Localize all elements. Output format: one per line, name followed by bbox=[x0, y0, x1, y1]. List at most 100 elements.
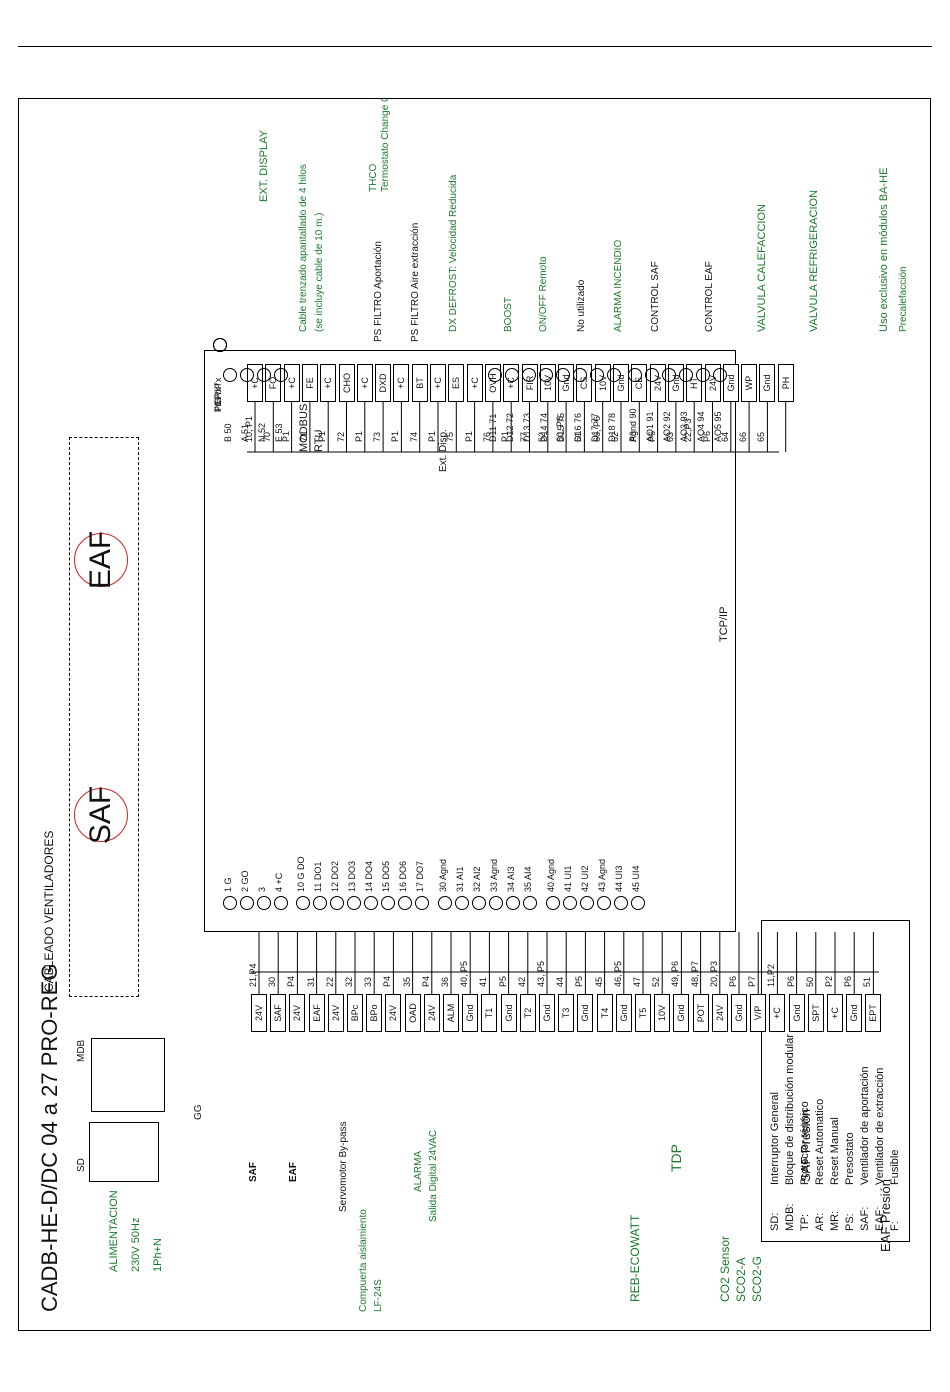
bottom-wire-label: 30 bbox=[267, 976, 278, 987]
modbus-terminal: B 50 bbox=[223, 423, 233, 442]
top-wire-label: 66 bbox=[738, 431, 749, 442]
ui-terminal: 43 Agnd bbox=[597, 858, 607, 892]
screw-terminal-icon bbox=[257, 896, 271, 910]
screw-terminal-icon bbox=[296, 896, 310, 910]
bottom-wire-label: 31 bbox=[305, 976, 316, 987]
ui-terminal: 45 UI4 bbox=[631, 865, 641, 892]
bottom-wire-label: 45 bbox=[593, 976, 604, 987]
bottom-wire-label: 46, P5 bbox=[612, 960, 623, 987]
ai-terminal: 35 AI4 bbox=[523, 866, 533, 892]
bottom-wire-label: 50 bbox=[804, 976, 815, 987]
top-wire-label: 72 bbox=[335, 431, 346, 442]
bottom-wire-label: 40, P5 bbox=[459, 960, 470, 987]
screw-terminal-icon bbox=[546, 896, 560, 910]
screw-terminal-icon bbox=[489, 896, 503, 910]
screw-terminal-icon bbox=[415, 896, 429, 910]
bottom-terminal: Gnd bbox=[539, 994, 555, 1032]
terminal-label: Gnd bbox=[580, 1004, 591, 1022]
top-terminal: PH bbox=[777, 364, 794, 402]
ao-terminal: Agnd 90 bbox=[628, 408, 638, 442]
di-terminal: D13 73 bbox=[522, 412, 532, 442]
screw-terminal-icon bbox=[347, 896, 361, 910]
bottom-wire-label: 35 bbox=[401, 976, 412, 987]
terminal-label: +C bbox=[469, 377, 480, 389]
top-wire-label: 71 bbox=[298, 431, 309, 442]
do-terminal: 11 DO1 bbox=[313, 861, 323, 892]
terminal-label: Gnd bbox=[503, 1004, 514, 1022]
ao-terminal: AO5 95 bbox=[713, 411, 723, 442]
ao-terminal: AO1 91 bbox=[645, 411, 655, 442]
do-terminal: 17 DO7 bbox=[415, 860, 425, 892]
terminal-label: FE bbox=[304, 377, 315, 389]
screw-terminal-icon bbox=[614, 896, 628, 910]
do-terminal: 15 DO5 bbox=[381, 860, 391, 892]
screw-terminal-icon bbox=[662, 368, 676, 382]
bottom-terminal: EPT bbox=[865, 994, 882, 1032]
top-terminal: FE bbox=[301, 364, 318, 402]
terminal-label: WP bbox=[744, 375, 755, 391]
screw-terminal-icon bbox=[213, 338, 227, 352]
bottom-terminal: EAF bbox=[308, 994, 325, 1032]
terminal-label: Gnd bbox=[465, 1004, 476, 1022]
bottom-wire-label: 22 bbox=[324, 976, 335, 987]
bottom-terminal: Gnd bbox=[846, 994, 863, 1032]
di-terminal: D12 72 bbox=[505, 412, 515, 442]
terminal-label: +C bbox=[772, 1007, 783, 1019]
di-terminal: D14 74 bbox=[539, 412, 549, 442]
terminal-label: BPc bbox=[350, 1004, 360, 1022]
top-terminal: CHO bbox=[338, 364, 355, 402]
terminal-label: +C bbox=[323, 377, 334, 389]
bottom-terminal: Gnd bbox=[673, 994, 690, 1032]
top-terminal: +C bbox=[466, 364, 483, 402]
terminal-label: +C bbox=[830, 1007, 840, 1019]
bottom-terminal: SPT bbox=[807, 994, 824, 1032]
terminal-label: PH bbox=[780, 376, 791, 390]
bottom-terminal: BPo bbox=[366, 994, 383, 1032]
header-rule bbox=[18, 46, 932, 47]
bottom-terminal: T2 bbox=[519, 994, 536, 1032]
di-terminal: D17 77 bbox=[590, 412, 600, 442]
bottom-terminal: 24V bbox=[327, 994, 344, 1032]
screw-terminal-icon bbox=[438, 896, 452, 910]
ai-terminal: 34 AI3 bbox=[506, 866, 516, 892]
terminal-label: V/P bbox=[753, 1005, 764, 1021]
ao-terminal: AO2 92 bbox=[662, 411, 672, 442]
screw-terminal-icon bbox=[223, 368, 237, 382]
bottom-wire-label: P6 bbox=[785, 975, 796, 987]
terminal-label: 10V bbox=[657, 1005, 668, 1022]
bottom-terminal: V/P bbox=[750, 994, 767, 1032]
di-terminal: D11 71 bbox=[488, 413, 498, 442]
bottom-wire-label: P6 bbox=[728, 975, 738, 987]
screw-terminal-icon bbox=[505, 368, 519, 382]
terminal-label: +C bbox=[396, 377, 407, 389]
bottom-terminal: T4 bbox=[596, 994, 613, 1032]
screw-terminal-icon bbox=[631, 896, 645, 910]
di-terminal: D18 78 bbox=[607, 412, 617, 442]
bottom-wire-label: 11,P2 bbox=[766, 964, 777, 987]
terminal-label: 24V bbox=[426, 1005, 437, 1022]
bottom-terminal: Gnd bbox=[788, 994, 805, 1032]
terminal-label: 24V bbox=[388, 1005, 399, 1022]
terminal-label: Gnd bbox=[725, 374, 736, 392]
terminal-label: T4 bbox=[599, 1007, 610, 1019]
top-wire-label: P1 bbox=[317, 430, 328, 442]
bottom-wire-label: 44 bbox=[555, 976, 566, 987]
screw-terminal-icon bbox=[240, 368, 254, 382]
terminal-label: SPT bbox=[810, 1004, 821, 1022]
screw-terminal-icon bbox=[573, 368, 587, 382]
terminal-label: DXD bbox=[378, 373, 389, 393]
screw-terminal-icon bbox=[398, 896, 412, 910]
bottom-wire-label: 51 bbox=[862, 976, 873, 987]
bottom-terminal: T5 bbox=[635, 994, 651, 1032]
screw-terminal-icon bbox=[381, 896, 395, 910]
terminal-label: 24V bbox=[330, 1005, 341, 1022]
wiring-diagram-canvas: CADB-HE-D/DC 04 a 27 PRO-REG ALIMENTACIO… bbox=[19, 99, 930, 1330]
bottom-wire-label: 48, P7 bbox=[689, 960, 700, 987]
ai-terminal: 30 Agnd bbox=[438, 858, 448, 892]
terminal-label: BPo bbox=[369, 1004, 380, 1022]
wiring-lines bbox=[247, 402, 879, 994]
terminal-label: Gnd bbox=[791, 1004, 802, 1022]
screw-terminal-icon bbox=[628, 368, 642, 382]
ao-terminal: AO3 93 bbox=[679, 411, 689, 442]
top-wire-label: P1 bbox=[390, 430, 401, 442]
